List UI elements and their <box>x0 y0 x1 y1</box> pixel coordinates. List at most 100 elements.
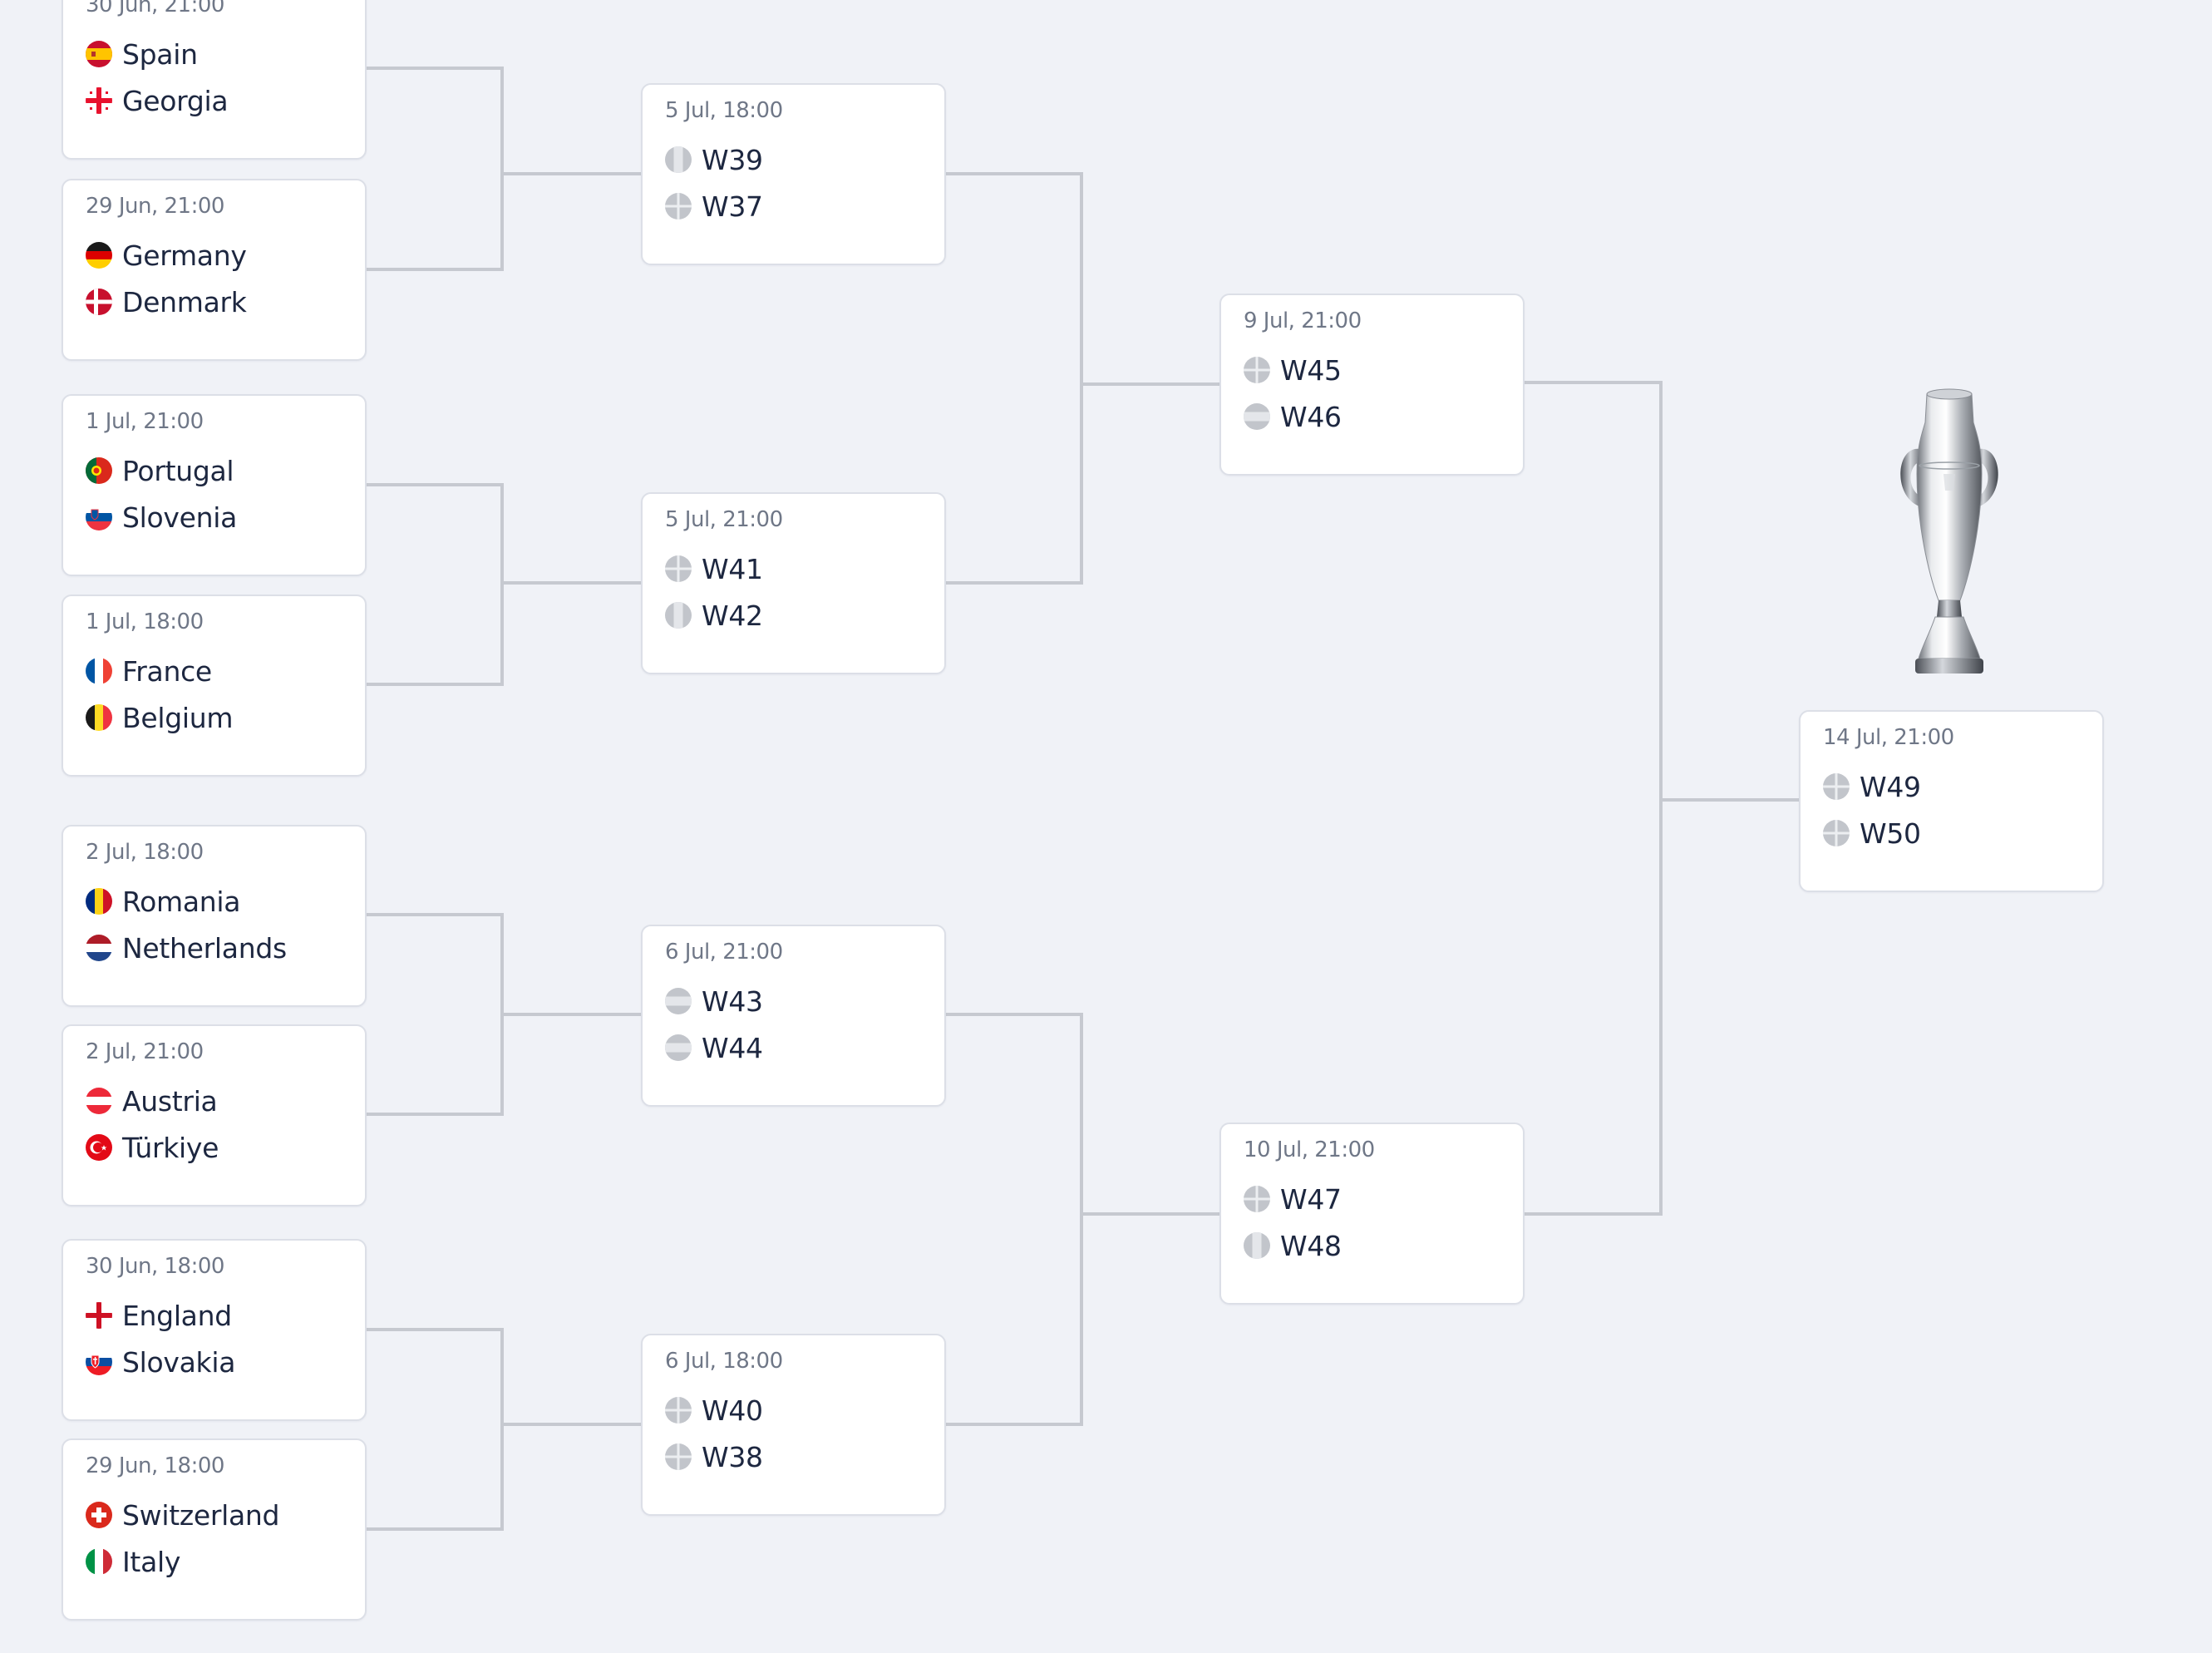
placeholder-vertical-flag-icon <box>1244 1232 1270 1259</box>
netherlands-flag-icon <box>86 935 112 961</box>
team-name: W41 <box>702 552 763 585</box>
team-row[interactable]: Slovakia <box>86 1344 235 1380</box>
team-row[interactable]: Netherlands <box>86 930 287 966</box>
match-card[interactable]: 6 Jul, 21:00 W43 W44 <box>641 925 946 1107</box>
placeholder-cross-flag-icon <box>665 1397 692 1424</box>
match-date: 14 Jul, 21:00 <box>1823 725 1954 750</box>
team-name: W37 <box>702 190 763 223</box>
placeholder-cross-flag-icon <box>665 555 692 582</box>
team-row[interactable]: Denmark <box>86 284 247 320</box>
team-row[interactable]: W38 <box>665 1438 763 1475</box>
team-row[interactable]: Switzerland <box>86 1497 280 1533</box>
spain-flag-icon <box>86 41 112 67</box>
match-card[interactable]: 1 Jul, 18:00 France Belgium <box>62 595 367 777</box>
placeholder-cross-flag-icon <box>665 193 692 220</box>
team-row[interactable]: Italy <box>86 1543 180 1580</box>
match-card[interactable]: 2 Jul, 21:00 Austria Türkiye <box>62 1024 367 1206</box>
match-date: 10 Jul, 21:00 <box>1244 1137 1375 1162</box>
team-row[interactable]: W44 <box>665 1029 763 1066</box>
team-row[interactable]: Portugal <box>86 452 234 489</box>
placeholder-vertical-flag-icon <box>665 602 692 629</box>
germany-flag-icon <box>86 242 112 269</box>
team-row[interactable]: W41 <box>665 550 763 587</box>
team-row[interactable]: W45 <box>1244 352 1342 388</box>
placeholder-cross-flag-icon <box>1823 773 1850 800</box>
italy-flag-icon <box>86 1548 112 1575</box>
match-card[interactable]: 29 Jun, 18:00 Switzerland Italy <box>62 1438 367 1621</box>
team-name: W46 <box>1280 400 1342 433</box>
team-row[interactable]: Georgia <box>86 82 229 119</box>
match-date: 30 Jun, 21:00 <box>86 0 224 17</box>
team-row[interactable]: W46 <box>1244 398 1342 435</box>
trophy-icon <box>1900 388 1998 674</box>
team-name: Germany <box>122 239 247 272</box>
team-name: W42 <box>702 599 763 632</box>
team-name: W45 <box>1280 353 1342 387</box>
match-card[interactable]: 30 Jun, 18:00 England Slovakia <box>62 1239 367 1421</box>
team-row[interactable]: W42 <box>665 597 763 634</box>
team-row[interactable]: England <box>86 1297 232 1334</box>
team-name: Belgium <box>122 701 234 734</box>
team-name: W44 <box>702 1031 763 1064</box>
team-row[interactable]: Türkiye <box>86 1129 219 1166</box>
match-card[interactable]: 14 Jul, 21:00 W49 W50 <box>1799 710 2104 892</box>
team-name: Denmark <box>122 285 247 318</box>
team-row[interactable]: Romania <box>86 883 241 920</box>
match-date: 1 Jul, 18:00 <box>86 609 204 634</box>
placeholder-cross-flag-icon <box>1244 1186 1270 1212</box>
team-row[interactable]: W50 <box>1823 815 1921 851</box>
team-name: W38 <box>702 1440 763 1473</box>
team-row[interactable]: W48 <box>1244 1227 1342 1264</box>
team-name: Spain <box>122 37 198 71</box>
team-row[interactable]: W37 <box>665 188 763 225</box>
match-card[interactable]: 1 Jul, 21:00 Portugal Slovenia <box>62 394 367 576</box>
placeholder-cross-flag-icon <box>1244 357 1270 383</box>
romania-flag-icon <box>86 888 112 915</box>
placeholder-cross-flag-icon <box>1823 820 1850 846</box>
placeholder-horizontal-flag-icon <box>1244 403 1270 430</box>
england-flag-icon <box>86 1302 112 1329</box>
team-row[interactable]: Slovenia <box>86 499 237 535</box>
match-card[interactable]: 5 Jul, 18:00 W39 W37 <box>641 83 946 265</box>
match-card[interactable]: 9 Jul, 21:00 W45 W46 <box>1219 294 1525 476</box>
match-date: 6 Jul, 18:00 <box>665 1349 783 1374</box>
team-name: Slovakia <box>122 1345 236 1379</box>
team-name: W49 <box>1860 770 1921 803</box>
team-row[interactable]: W49 <box>1823 768 1921 805</box>
placeholder-horizontal-flag-icon <box>665 1034 692 1061</box>
team-row[interactable]: Germany <box>86 237 247 274</box>
team-name: Switzerland <box>122 1498 280 1532</box>
match-card[interactable]: 6 Jul, 18:00 W40 W38 <box>641 1334 946 1516</box>
team-row[interactable]: W43 <box>665 983 763 1019</box>
placeholder-vertical-flag-icon <box>665 146 692 173</box>
match-date: 2 Jul, 18:00 <box>86 840 204 865</box>
team-row[interactable]: France <box>86 653 212 689</box>
austria-flag-icon <box>86 1088 112 1114</box>
match-date: 1 Jul, 21:00 <box>86 409 204 434</box>
portugal-flag-icon <box>86 457 112 484</box>
team-name: W50 <box>1860 817 1921 850</box>
match-card[interactable]: 29 Jun, 21:00 Germany Denmark <box>62 179 367 361</box>
denmark-flag-icon <box>86 289 112 315</box>
team-name: Türkiye <box>122 1131 219 1164</box>
team-row[interactable]: Spain <box>86 36 198 72</box>
team-name: France <box>122 654 212 688</box>
match-card[interactable]: 30 Jun, 21:00 Spain Georgia <box>62 0 367 160</box>
team-row[interactable]: W40 <box>665 1392 763 1428</box>
match-card[interactable]: 10 Jul, 21:00 W47 W48 <box>1219 1123 1525 1305</box>
team-row[interactable]: W47 <box>1244 1181 1342 1217</box>
team-name: Italy <box>122 1545 181 1578</box>
match-card[interactable]: 5 Jul, 21:00 W41 W42 <box>641 492 946 674</box>
team-name: England <box>122 1299 232 1332</box>
team-row[interactable]: W39 <box>665 141 763 178</box>
match-date: 30 Jun, 18:00 <box>86 1254 224 1279</box>
team-row[interactable]: Belgium <box>86 699 233 736</box>
team-name: Portugal <box>122 454 234 487</box>
turkiye-flag-icon <box>86 1134 112 1161</box>
georgia-flag-icon <box>86 87 112 114</box>
team-name: Georgia <box>122 84 229 117</box>
match-card[interactable]: 2 Jul, 18:00 Romania Netherlands <box>62 825 367 1007</box>
team-row[interactable]: Austria <box>86 1083 218 1119</box>
